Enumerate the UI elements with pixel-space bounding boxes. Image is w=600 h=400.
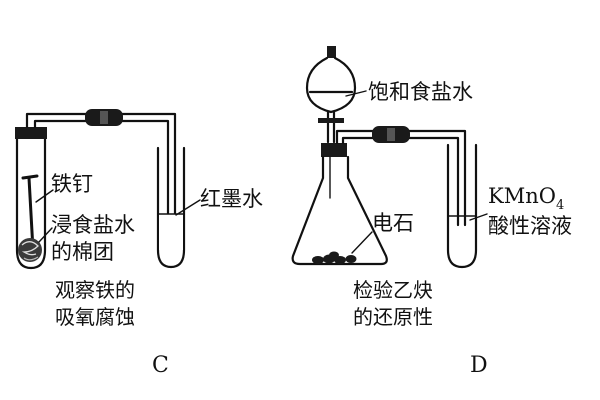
right-test-tube	[156, 146, 186, 269]
red-ink-liquid	[159, 214, 183, 250]
salt-water-cotton-ball	[18, 238, 42, 262]
left-test-tube	[15, 136, 47, 270]
flask-stopper	[321, 143, 347, 157]
letter-d: D	[470, 353, 488, 378]
reagent-label: KMnO4 酸性溶液	[488, 184, 572, 238]
caption-d-line1: 检验乙炔	[353, 278, 433, 302]
cotton-label-line2: 的棉团	[51, 240, 114, 264]
caption-d-line2: 的还原性	[353, 305, 433, 329]
funnel-stem	[326, 110, 336, 144]
setup-c: 铁钉 浸食盐水 的棉团 红墨水 观察铁的 吸氧腐蚀 C	[15, 109, 263, 378]
conical-flask	[291, 155, 388, 266]
carbide-pointer	[351, 231, 373, 254]
ink-pointer	[175, 199, 201, 216]
separatory-funnel	[305, 46, 357, 144]
reagent-formula: KMnO	[488, 184, 556, 208]
cotton-label-line1: 浸食盐水	[51, 213, 135, 237]
caption-c-line2: 吸氧腐蚀	[55, 305, 135, 329]
rubber-joint-d-band	[387, 128, 395, 141]
ink-label: 红墨水	[200, 187, 263, 211]
left-tube-stopper	[15, 127, 47, 139]
funnel-stopper	[327, 46, 336, 58]
rubber-joint-c-band	[100, 111, 108, 124]
reagent-subscript: 4	[556, 198, 564, 213]
nail-pointer	[35, 189, 54, 203]
nail-label: 铁钉	[51, 172, 93, 196]
calcium-carbide-lumps	[312, 251, 357, 264]
funnel-bulb	[305, 56, 357, 114]
caption-c-line1: 观察铁的	[55, 278, 135, 302]
reagent-line2: 酸性溶液	[488, 214, 572, 238]
kmno4-test-tube	[446, 143, 478, 269]
cotton-pointer	[38, 227, 53, 243]
funnel-stopcock	[318, 118, 344, 123]
iron-nail	[21, 174, 39, 252]
setup-d: 饱和食盐水 电石 KMnO4 酸性溶液	[291, 46, 572, 378]
svg-text:KMnO4: KMnO4	[488, 184, 564, 213]
letter-c: C	[152, 353, 169, 378]
carbide-label: 电石	[372, 211, 414, 235]
reagent-pointer	[469, 213, 488, 221]
funnel-label: 饱和食盐水	[368, 80, 473, 104]
funnel-pointer	[345, 90, 367, 97]
